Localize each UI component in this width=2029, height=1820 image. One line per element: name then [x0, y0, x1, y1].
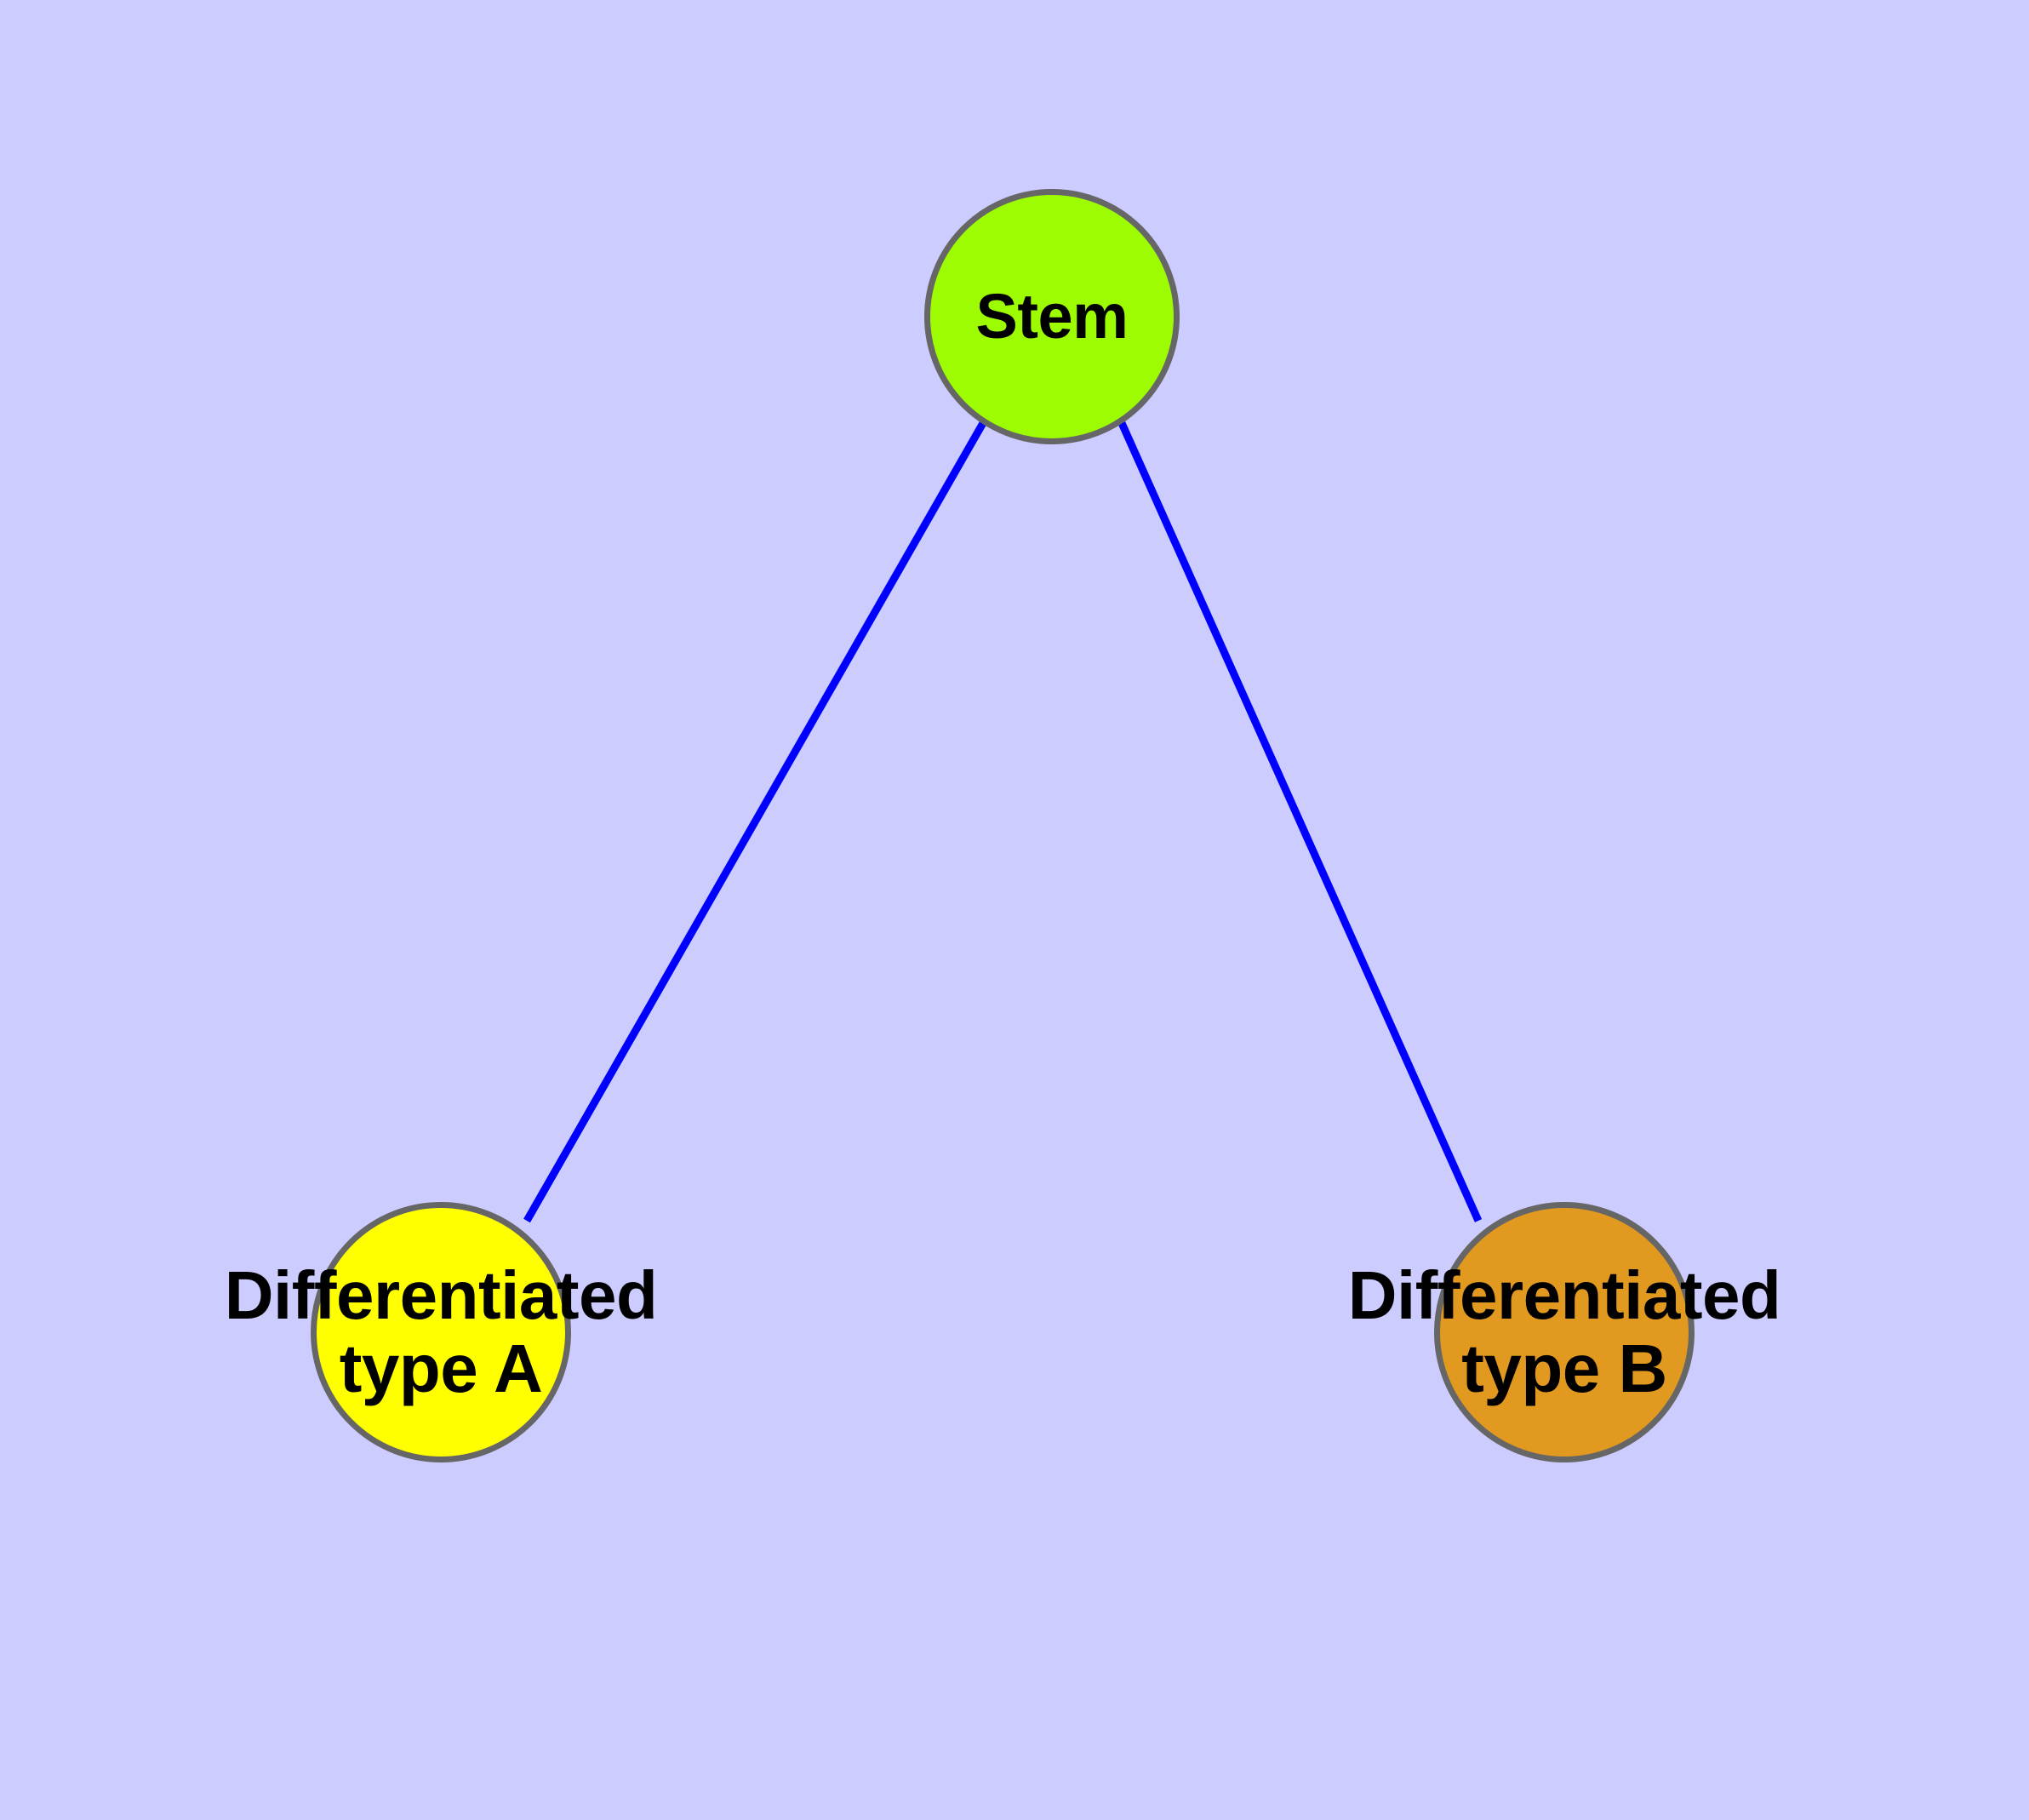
node-differentiated-type-a[interactable]	[311, 1202, 571, 1462]
node-differentiated-type-b[interactable]	[1434, 1202, 1695, 1462]
edge-stem-to-diff-a[interactable]	[523, 421, 986, 1223]
node-stem[interactable]	[924, 189, 1180, 444]
edge-stem-to-diff-b[interactable]	[1117, 421, 1483, 1222]
